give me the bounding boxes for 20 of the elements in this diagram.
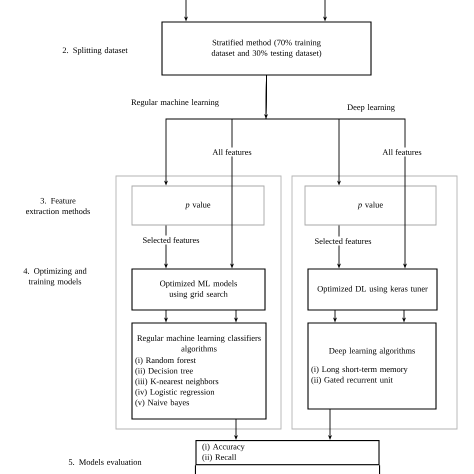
stage-label: 2. Splitting dataset xyxy=(62,47,128,55)
edge-label: Selected features xyxy=(141,236,201,244)
panel xyxy=(116,176,282,430)
stage-label: 5. Models evaluation xyxy=(68,459,142,465)
process-box: Optimized ML models using grid search xyxy=(131,268,266,311)
edge-label: All features xyxy=(210,148,254,156)
edge-label: Selected features xyxy=(313,236,373,246)
process-box: Regular machine learning classifiers algorithms (i) Random forest (ii) Decision tree (iii) K-nearest neighbors (iv) Logistic regression (v) Naive bayes xyxy=(131,322,267,420)
stage-label: Regular machine learning xyxy=(131,99,219,107)
edge-label: All features xyxy=(380,148,424,156)
panel xyxy=(292,176,458,430)
stage-label: 3. Feature extraction methods xyxy=(26,198,90,214)
method-box: p value xyxy=(304,186,436,226)
process-box: Stratified method (70% training dataset and 30% testing dataset) xyxy=(161,21,372,76)
process-box: Optimized DL using keras tuner xyxy=(307,268,438,311)
result-box: (i) Accuracy (ii) Recall xyxy=(195,440,380,466)
method-box: p value xyxy=(132,186,264,226)
stage-label: Deep learning xyxy=(347,104,395,112)
stage-label: 4. Optimizing and training models xyxy=(23,268,87,286)
process-box: Deep learning algorithms (i) Long short-term memory (ii) Gated recurrent unit xyxy=(307,322,437,410)
